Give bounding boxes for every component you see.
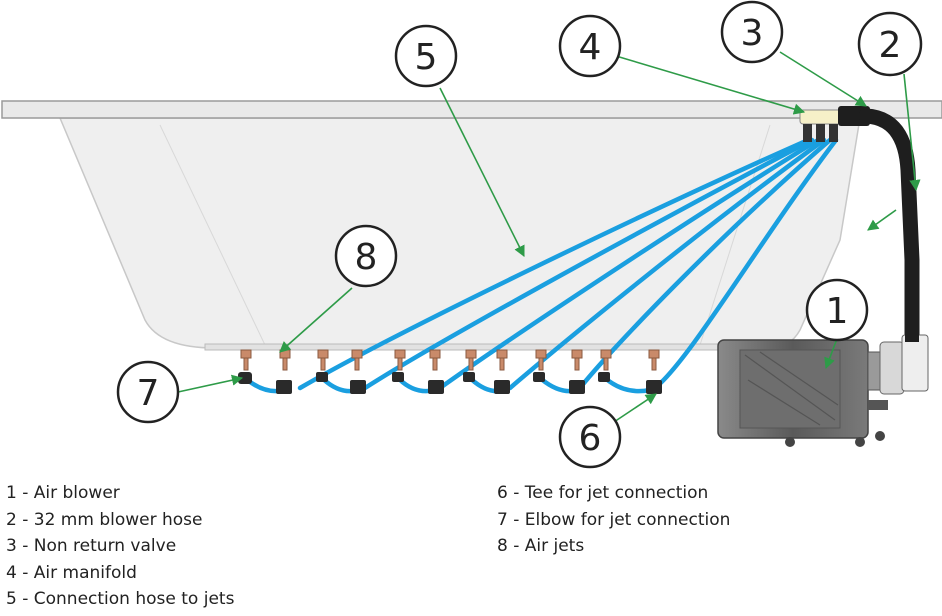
leader-8 [279,287,353,353]
leader-6 [613,393,657,423]
legend-item: 1 - Air blower [6,483,120,503]
bathtub-body [58,117,861,349]
connection-hoses [242,137,839,394]
legend-right: 6 - Tee for jet connection 7 - Elbow for… [497,480,730,560]
legend-item: 8 - Air jets [497,536,585,556]
leader-1 [824,335,839,370]
legend-item: 3 - Non return valve [6,536,177,556]
svg-text:1: 1 [826,291,849,332]
svg-text:4: 4 [579,27,602,68]
tee-fitting [276,380,292,394]
callouts: 1 2 3 4 5 6 7 8 [116,0,923,469]
legend-left: 1 - Air blower 2 - 32 mm blower hose 3 -… [6,480,234,613]
leader-arrows [177,51,921,423]
callout-3: 3 [720,0,784,64]
tee-fitting [392,372,404,382]
air-manifold [799,109,843,142]
leader-7 [177,374,244,393]
tee-fitting [350,380,366,394]
tee-fitting [463,372,475,382]
callout-7: 7 [116,360,180,424]
callout-5: 5 [394,24,458,88]
tee-fitting [533,372,545,382]
fittings [238,372,662,394]
bathtub-rim [1,100,942,119]
blower-hose [858,108,920,348]
svg-text:2: 2 [879,25,902,66]
tee-fitting [494,380,510,394]
tee-fitting [428,380,444,394]
tee-fitting [598,372,610,382]
svg-text:7: 7 [137,373,160,414]
tee-fitting [316,372,328,382]
svg-text:8: 8 [355,237,378,278]
callout-4: 4 [558,14,622,78]
air-jets [240,349,660,371]
callout-1: 1 [805,278,869,342]
legend-item: 5 - Connection hose to jets [6,589,235,609]
legend-item: 7 - Elbow for jet connection [497,509,731,530]
callout-6: 6 [558,405,622,469]
leader-2 [903,73,921,192]
svg-text:6: 6 [579,418,602,459]
svg-text:3: 3 [741,13,764,54]
legend-item: 6 - Tee for jet connection [497,483,709,503]
leader-5 [439,87,525,258]
legend-item: 2 - 32 mm blower hose [6,509,203,530]
leader-4 [615,55,806,115]
air-blower [717,330,929,447]
leader-3 [779,51,867,107]
legend-item: 4 - Air manifold [6,562,137,583]
stray-arrow [867,209,897,231]
tee-fitting [569,380,585,394]
svg-text:5: 5 [415,37,438,78]
tee-fitting [646,380,662,394]
jet [240,349,660,371]
callout-2: 2 [857,11,923,77]
callout-8: 8 [334,224,398,288]
